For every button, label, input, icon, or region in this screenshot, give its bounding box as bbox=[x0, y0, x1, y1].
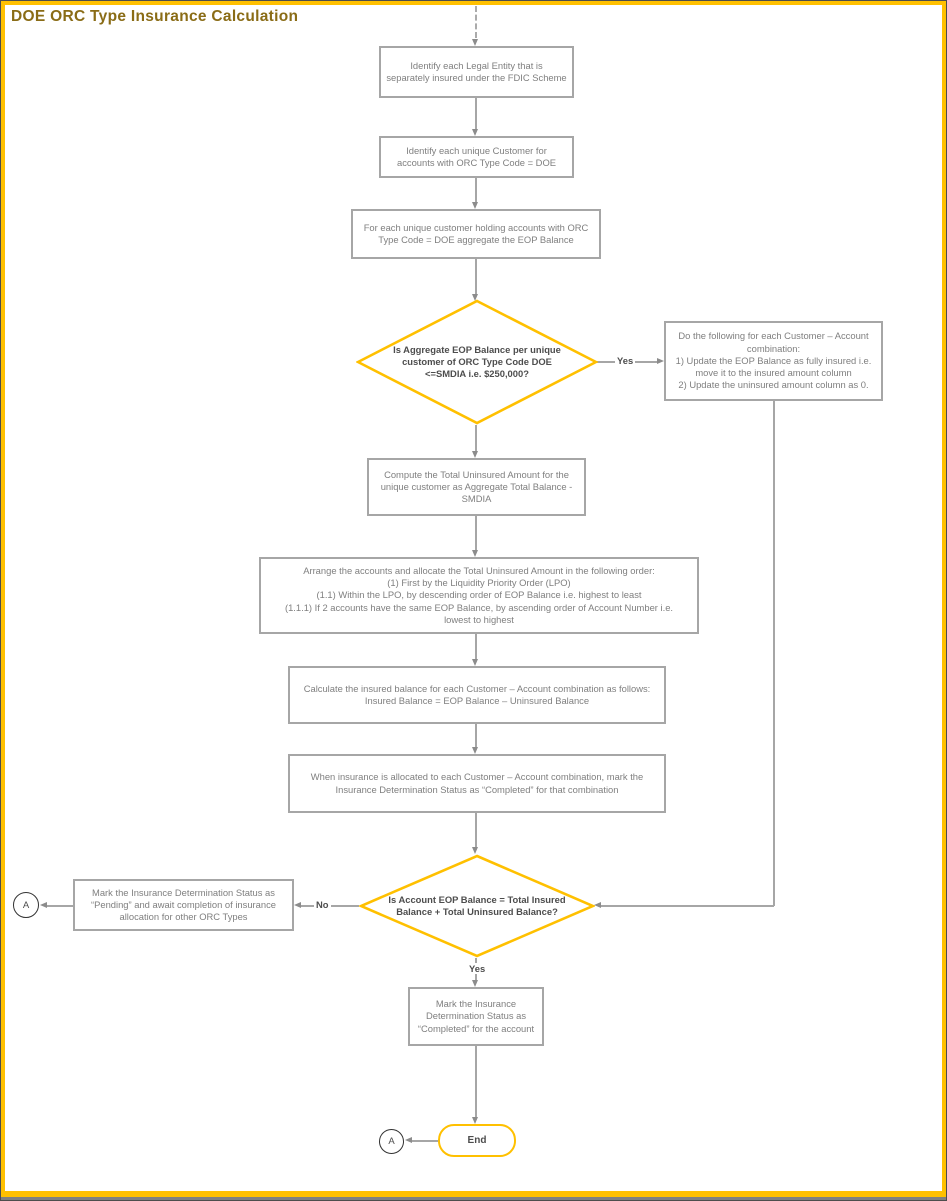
arrowhead bbox=[472, 39, 478, 46]
arrowhead bbox=[472, 747, 478, 754]
arrowhead bbox=[294, 902, 301, 908]
connector-box2-box3 bbox=[475, 178, 477, 202]
connector-pending-a bbox=[47, 905, 73, 907]
arrowhead bbox=[40, 902, 47, 908]
process-arrange-accounts: Arrange the accounts and allocate the To… bbox=[259, 557, 699, 634]
end-terminator: End bbox=[438, 1124, 516, 1157]
process-calculate-insured-balance: Calculate the insured balance for each C… bbox=[288, 666, 666, 724]
off-page-connector-a-left: A bbox=[13, 892, 39, 918]
connector-yesbox-decision2 bbox=[601, 905, 774, 907]
process-compute-uninsured: Compute the Total Uninsured Amount for t… bbox=[367, 458, 586, 516]
page-bottom-gray-bar bbox=[1, 1197, 946, 1200]
decision-diamond-shape bbox=[359, 854, 595, 958]
decision-balance-check: Is Account EOP Balance = Total Insured B… bbox=[359, 854, 595, 958]
process-fully-insured-update: Do the following for each Customer – Acc… bbox=[664, 321, 883, 401]
connector-compute-arrange bbox=[475, 516, 477, 550]
page-title: DOE ORC Type Insurance Calculation bbox=[11, 8, 299, 25]
off-page-connector-a-bottom: A bbox=[379, 1129, 404, 1154]
process-mark-pending: Mark the Insurance Determination Status … bbox=[73, 879, 294, 931]
connector-yesbox-down bbox=[773, 401, 775, 906]
edge-label-yes2: Yes bbox=[467, 963, 488, 974]
connector-completed-end bbox=[475, 1046, 477, 1117]
connector-calc-when bbox=[475, 724, 477, 747]
decision-smdia-check: Is Aggregate EOP Balance per unique cust… bbox=[356, 299, 598, 425]
arrowhead bbox=[405, 1137, 412, 1143]
arrowhead bbox=[472, 659, 478, 666]
arrowhead bbox=[472, 294, 478, 301]
arrowhead bbox=[472, 847, 478, 854]
arrowhead bbox=[472, 1117, 478, 1124]
process-identify-legal-entity: Identify each Legal Entity that is separ… bbox=[379, 46, 574, 98]
process-mark-combination-completed: When insurance is allocated to each Cust… bbox=[288, 754, 666, 813]
decision-diamond-shape bbox=[356, 299, 598, 425]
page-bottom-gold-bar bbox=[1, 1191, 946, 1197]
arrowhead bbox=[472, 129, 478, 136]
connector-when-decision2 bbox=[475, 813, 477, 847]
process-aggregate-eop-balance: For each unique customer holding account… bbox=[351, 209, 601, 259]
connector-end-a bbox=[412, 1140, 438, 1142]
connector-box1-box2 bbox=[475, 98, 477, 129]
decision-balance-text: Is Account EOP Balance = Total Insured B… bbox=[388, 893, 566, 917]
connector-decision1-compute bbox=[475, 425, 477, 451]
arrowhead bbox=[472, 550, 478, 557]
edge-label-no: No bbox=[314, 899, 331, 910]
arrowhead bbox=[472, 980, 478, 987]
arrowhead bbox=[472, 202, 478, 209]
connector-start-dashed bbox=[475, 6, 477, 38]
process-identify-unique-customer: Identify each unique Customer for accoun… bbox=[379, 136, 574, 178]
arrowhead bbox=[657, 358, 664, 364]
connector-box3-decision1 bbox=[475, 259, 477, 294]
arrowhead bbox=[472, 451, 478, 458]
edge-label-yes: Yes bbox=[615, 355, 636, 366]
arrowhead bbox=[594, 902, 601, 908]
decision-smdia-text: Is Aggregate EOP Balance per unique cust… bbox=[393, 343, 561, 380]
connector-arrange-calc bbox=[475, 634, 477, 659]
process-mark-account-completed: Mark the Insurance Determination Status … bbox=[408, 987, 544, 1046]
